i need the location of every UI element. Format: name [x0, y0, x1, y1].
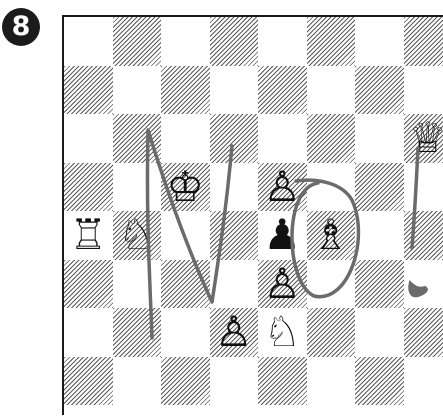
light-square [307, 163, 356, 212]
white-pawn-1-piece: ♙ [258, 163, 307, 212]
dark-square [113, 308, 162, 357]
light-square [210, 66, 259, 115]
light-square [355, 308, 404, 357]
dark-square [113, 114, 162, 163]
dark-square [161, 66, 210, 115]
light-square [355, 211, 404, 260]
light-square [113, 357, 162, 406]
dark-square [64, 66, 113, 115]
white-king-piece: ♔ [161, 163, 210, 212]
light-square [161, 308, 210, 357]
dark-square [355, 260, 404, 309]
chessboard: ♕♔♙♖♘♟♗♙♙♘ [62, 15, 443, 415]
light-square [113, 163, 162, 212]
dark-square [307, 308, 356, 357]
light-square [355, 114, 404, 163]
dark-square [355, 357, 404, 406]
dark-square [258, 66, 307, 115]
dark-square [64, 357, 113, 406]
light-square [113, 260, 162, 309]
light-square [64, 308, 113, 357]
light-square [113, 66, 162, 115]
light-square [404, 260, 443, 309]
white-bishop-piece: ♗ [307, 211, 356, 260]
light-square [307, 66, 356, 115]
black-pawn-piece: ♟ [258, 211, 307, 260]
light-square [161, 17, 210, 66]
white-pawn-3-piece: ♙ [210, 308, 259, 357]
white-knight-2-piece: ♘ [258, 308, 307, 357]
dark-square [64, 260, 113, 309]
white-pawn-2-piece: ♙ [258, 260, 307, 309]
dark-square [404, 308, 443, 357]
dark-square [404, 211, 443, 260]
light-square [161, 114, 210, 163]
dark-square [210, 211, 259, 260]
dark-square [307, 114, 356, 163]
light-square [404, 163, 443, 212]
puzzle-number-badge: 8 [2, 8, 40, 46]
white-knight-1-piece: ♘ [113, 211, 162, 260]
dark-square [258, 357, 307, 406]
light-square [210, 357, 259, 406]
light-square [404, 66, 443, 115]
light-square [307, 260, 356, 309]
light-square [64, 114, 113, 163]
light-square [307, 357, 356, 406]
dark-square [113, 17, 162, 66]
white-queen-piece: ♕ [404, 114, 443, 163]
light-square [210, 163, 259, 212]
white-rook-piece: ♖ [64, 211, 113, 260]
dark-square [355, 66, 404, 115]
dark-square [64, 163, 113, 212]
light-square [161, 211, 210, 260]
light-square [258, 17, 307, 66]
dark-square [210, 114, 259, 163]
light-square [355, 17, 404, 66]
light-square [210, 260, 259, 309]
dark-square [404, 17, 443, 66]
light-square [258, 114, 307, 163]
dark-square [210, 17, 259, 66]
dark-square [307, 17, 356, 66]
light-square [64, 17, 113, 66]
dark-square [355, 163, 404, 212]
dark-square [161, 357, 210, 406]
light-square [404, 357, 443, 406]
dark-square [161, 260, 210, 309]
